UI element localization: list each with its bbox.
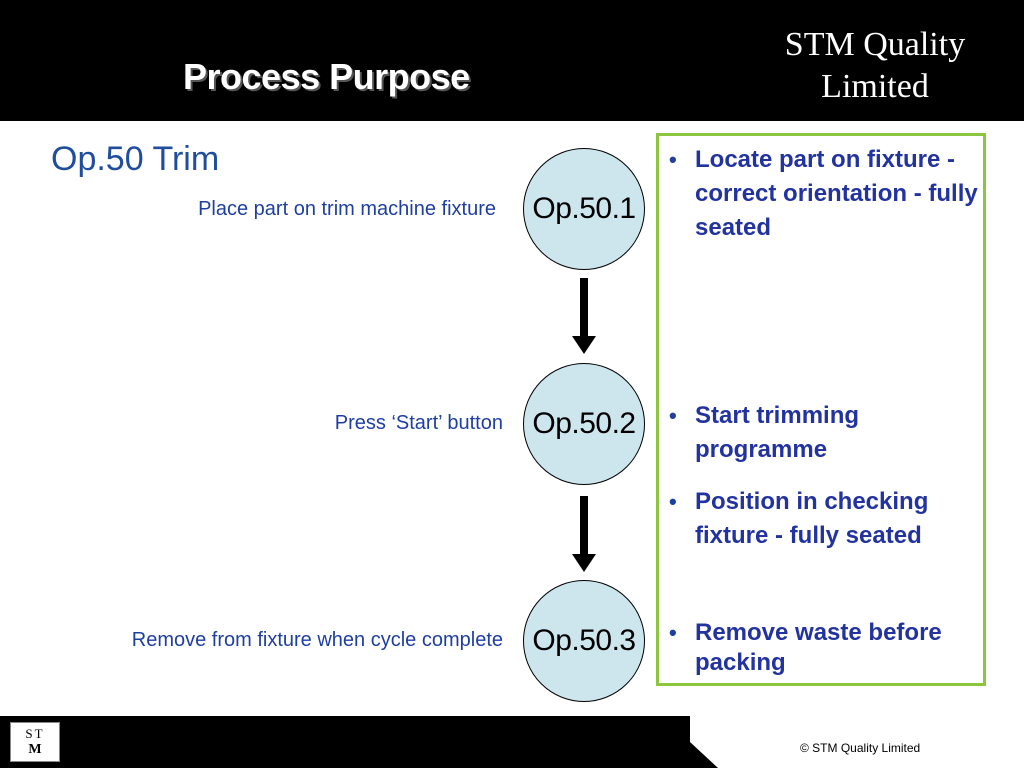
brand-line-2: Limited <box>821 68 929 105</box>
copyright-text: © STM Quality Limited <box>800 741 921 755</box>
bullet-dot-icon: • <box>669 403 677 428</box>
flow-arrow-2 <box>572 496 596 572</box>
node-label-1: Op.50.1 <box>532 192 636 225</box>
node-label-3: Op.50.3 <box>532 624 636 657</box>
logo-text-top: ST <box>25 726 45 741</box>
operation-heading: Op.50 Trim <box>51 140 220 178</box>
logo-text-bottom: M <box>28 742 42 757</box>
bullet-text-3: Position in checking fixture - fully sea… <box>695 488 929 549</box>
brand-line-1: STM Quality <box>784 26 966 63</box>
bullet-text-2: Start trimming programme <box>695 402 860 463</box>
process-node-2: Op.50.2 <box>523 363 645 485</box>
bullet-dot-icon: • <box>669 620 677 645</box>
step-label-3: Remove from fixture when cycle complete <box>131 629 503 651</box>
instruction-box: • Locate part on fixture - correct orient… <box>656 133 986 686</box>
bullet-item: • Remove waste before packing <box>669 618 979 678</box>
slide-title: Process Purpose <box>183 56 470 97</box>
flow-arrow-1 <box>572 278 596 354</box>
step-label-2: Press ‘Start’ button <box>334 412 503 434</box>
bullet-dot-icon: • <box>669 147 677 172</box>
process-node-3: Op.50.3 <box>523 580 645 702</box>
bullet-dot-icon: • <box>669 489 677 514</box>
bullet-text-1: Locate part on fixture - correct orienta… <box>695 146 978 241</box>
bullet-item: • Locate part on fixture - correct orient… <box>669 143 979 245</box>
footer-right-area <box>690 716 1024 768</box>
brand-name: STM Quality Limited <box>740 24 1010 108</box>
stm-logo: ST M <box>10 722 60 762</box>
bullet-item: • Start trimming programme <box>669 399 979 467</box>
node-label-2: Op.50.2 <box>532 407 636 440</box>
process-node-1: Op.50.1 <box>523 148 645 270</box>
bullet-item: • Position in checking fixture - fully se… <box>669 485 979 553</box>
step-label-1: Place part on trim machine fixture <box>198 198 496 220</box>
bullet-text-4: Remove waste before packing <box>695 619 942 676</box>
header-bar <box>0 0 1024 121</box>
footer-slant <box>662 716 718 768</box>
